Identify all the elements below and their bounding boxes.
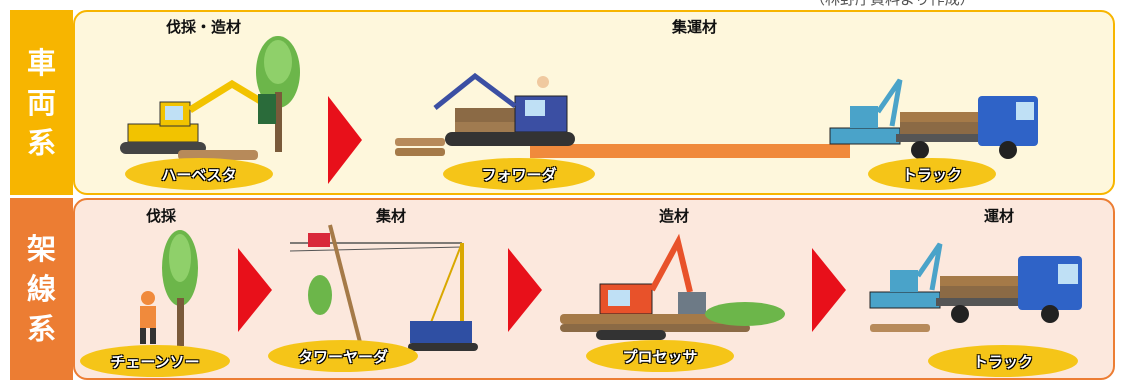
stage-header-felling-processing: 伐採・造材 bbox=[166, 18, 242, 36]
cable-system-label-box: 架線系 bbox=[10, 198, 73, 380]
forwarder-icon bbox=[395, 72, 575, 156]
chainsaw-worker-icon bbox=[140, 230, 198, 346]
forwarder-path bbox=[530, 144, 850, 158]
processor-icon bbox=[560, 233, 785, 340]
chainsaw-label: チェーンソー bbox=[80, 345, 230, 377]
process-arrow-4 bbox=[812, 248, 846, 332]
source-note: （林野庁資料より作成） bbox=[810, 0, 975, 9]
forwarder-label: フォワーダ bbox=[443, 158, 595, 190]
tower-yarder-label: タワーヤーダ bbox=[268, 340, 418, 372]
process-arrow-3 bbox=[508, 248, 542, 332]
vehicle-system-label-box: 車両系 bbox=[10, 10, 73, 195]
truck-label-cable: トラック bbox=[928, 345, 1078, 377]
truck-icon-cable bbox=[869, 242, 1082, 332]
processor-label: プロセッサ bbox=[586, 340, 734, 372]
process-arrow-2 bbox=[238, 248, 272, 332]
stage-header-yarding-transport: 集運材 bbox=[672, 18, 718, 36]
truck-label-vehicle: トラック bbox=[868, 158, 996, 190]
stage-header-processing: 造材 bbox=[659, 207, 690, 225]
truck-icon bbox=[829, 78, 1038, 159]
tower-yarder-icon bbox=[289, 224, 478, 351]
vehicle-system-label: 車両系 bbox=[26, 45, 56, 160]
process-arrow-1 bbox=[328, 96, 362, 184]
stage-header-log-transport: 運材 bbox=[984, 207, 1015, 225]
harvester-icon bbox=[120, 36, 300, 160]
stage-header-felling: 伐採 bbox=[146, 207, 177, 225]
cable-system-label: 架線系 bbox=[26, 232, 56, 346]
stage-header-yarding: 集材 bbox=[376, 207, 407, 225]
harvester-label: ハーベスタ bbox=[125, 158, 273, 190]
